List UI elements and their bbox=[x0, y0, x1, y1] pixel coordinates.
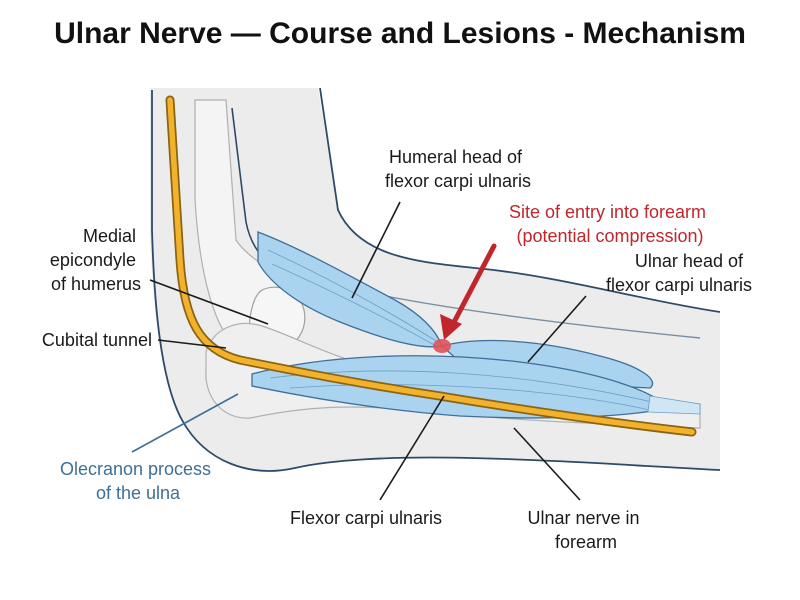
label-humeral-head: Humeral head of flexor carpi ulnaris bbox=[385, 147, 531, 191]
label-cubital-tunnel: Cubital tunnel bbox=[42, 330, 152, 350]
leader-ulnar-nerve bbox=[513, 427, 581, 501]
label-medial-epicondyle: Medial epicondyle of humerus bbox=[50, 226, 141, 294]
page-title: Ulnar Nerve — Course and Lesions - Mecha… bbox=[54, 17, 746, 50]
leader-lines bbox=[131, 201, 587, 501]
red-arrow-icon bbox=[449, 243, 497, 329]
label-ulnar-head: Ulnar head of flexor carpi ulnaris bbox=[606, 251, 752, 295]
leader-cubital-tunnel bbox=[157, 339, 227, 349]
label-fcu: Flexor carpi ulnaris bbox=[290, 508, 442, 528]
fcu-tendon bbox=[647, 395, 701, 415]
humeral-head-striation bbox=[267, 249, 439, 347]
leader-olecranon bbox=[131, 393, 239, 453]
upper-arm-outline bbox=[151, 90, 721, 472]
leader-humeral-head bbox=[351, 201, 401, 299]
label-ulnar-nerve-forearm: Ulnar nerve in forearm bbox=[527, 508, 644, 552]
muscles bbox=[251, 231, 701, 419]
compression-highlight bbox=[433, 339, 451, 353]
red-arrow-head-icon bbox=[440, 314, 462, 340]
ulnar-nerve bbox=[165, 95, 697, 437]
ulnar-nerve-core bbox=[167, 97, 695, 435]
label-site-of-entry: Site of entry into forearm (potential co… bbox=[509, 202, 711, 246]
anterior-arm-outline bbox=[319, 87, 721, 313]
leader-ulnar-head bbox=[527, 295, 587, 363]
label-olecranon: Olecranon process of the ulna bbox=[60, 459, 216, 503]
compression-site bbox=[433, 243, 497, 353]
leader-medial-epicondyle bbox=[149, 279, 269, 325]
leader-fcu bbox=[379, 395, 445, 501]
